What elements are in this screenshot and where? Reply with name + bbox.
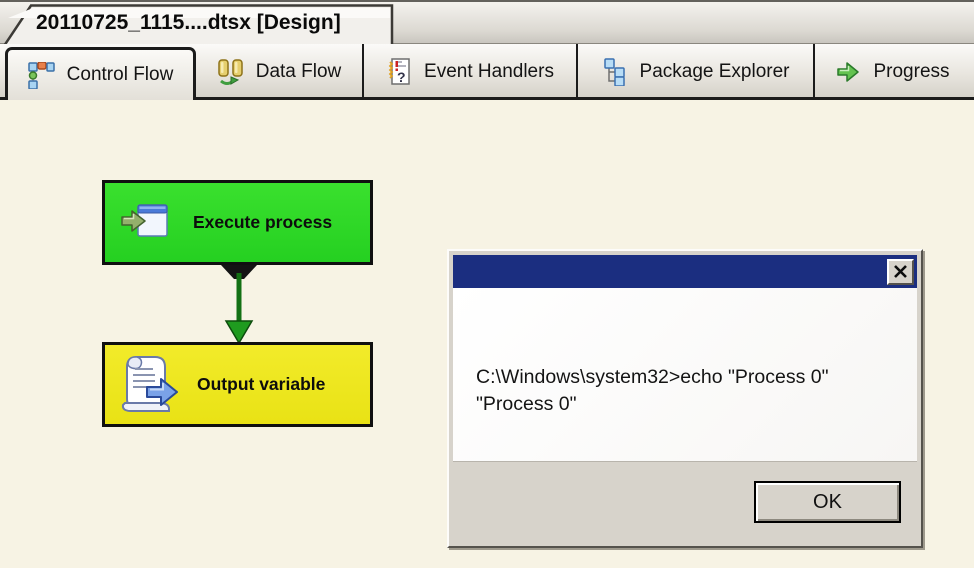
document-tab[interactable]: 20110725_1115....dtsx [Design]: [2, 4, 400, 46]
document-tab-row: 20110725_1115....dtsx [Design]: [0, 0, 974, 46]
document-tab-shape: [2, 4, 394, 46]
tab-strip-border: [196, 97, 974, 100]
close-button[interactable]: [887, 258, 914, 285]
task-output-variable[interactable]: Output variable: [102, 342, 373, 427]
svg-text:?: ?: [397, 69, 406, 85]
event-handlers-icon: ?: [388, 58, 410, 85]
document-tab-title: 20110725_1115....dtsx [Design]: [36, 11, 341, 34]
task-label: Output variable: [197, 374, 326, 394]
tab-progress[interactable]: Progress: [813, 44, 970, 100]
dialog-console-output: C:\Windows\system32>echo "Process 0" "Pr…: [453, 288, 917, 462]
dialog-titlebar[interactable]: [453, 255, 917, 288]
view-tab-strip: Control Flow Data Flow ? Event: [0, 44, 974, 100]
tab-control-flow[interactable]: Control Flow: [5, 47, 196, 100]
tab-label: Progress: [873, 61, 950, 82]
console-line: "Process 0": [476, 393, 577, 415]
precedence-arrow[interactable]: [213, 265, 265, 344]
console-output-dialog: C:\Windows\system32>echo "Process 0" "Pr…: [447, 249, 923, 548]
tab-package-explorer[interactable]: Package Explorer: [576, 44, 813, 100]
progress-icon: [837, 62, 860, 82]
task-execute-process[interactable]: Execute process: [102, 180, 373, 265]
package-explorer-icon: [603, 58, 625, 86]
ok-button[interactable]: OK: [754, 481, 901, 523]
tab-label: Event Handlers: [424, 61, 554, 82]
script-scroll-icon: [121, 355, 178, 412]
control-flow-icon: [27, 61, 55, 89]
dialog-footer: OK: [453, 462, 917, 542]
tab-event-handlers[interactable]: ? Event Handlers: [362, 44, 576, 100]
task-label: Execute process: [193, 212, 333, 232]
close-icon: [894, 265, 907, 278]
tab-label: Package Explorer: [639, 61, 790, 82]
tab-strip-border-left: [0, 97, 6, 100]
tab-label: Data Flow: [255, 61, 342, 82]
tab-label: Control Flow: [66, 64, 174, 85]
execute-process-icon: [121, 203, 168, 237]
console-line: C:\Windows\system32>echo "Process 0": [476, 366, 829, 388]
tab-data-flow[interactable]: Data Flow: [196, 44, 362, 100]
data-flow-icon: [217, 58, 243, 85]
